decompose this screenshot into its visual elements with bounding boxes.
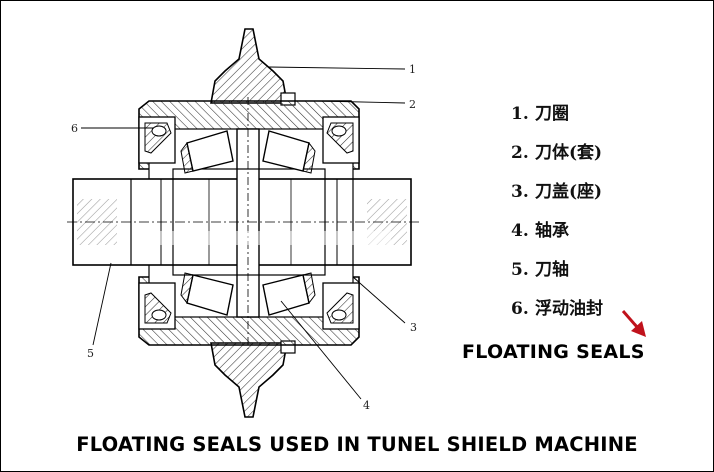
bearing-bottom-left: [180, 272, 234, 316]
legend-item: 2.刀体(套): [511, 143, 603, 163]
callout-1: 1: [409, 63, 416, 76]
bearing-top-right: [262, 130, 316, 174]
cutter-ring-bottom: [210, 342, 288, 418]
leader-lines: [81, 66, 406, 400]
parts-legend: 1.刀圈 2.刀体(套) 3.刀盖(座) 4.轴承 5.刀轴 6.浮动油封: [511, 101, 603, 335]
legend-item: 1.刀圈: [511, 104, 569, 124]
callout-2: 2: [409, 98, 416, 111]
callout-3: 3: [410, 321, 417, 334]
floating-seal-top-left: [138, 116, 176, 164]
legend-item: 6.浮动油封: [511, 299, 603, 319]
callout-6: 6: [71, 122, 78, 135]
cutter-ring-top: [210, 28, 288, 104]
legend-item: 5.刀轴: [511, 260, 569, 280]
callout-4: 4: [363, 399, 370, 412]
legend-item: 3.刀盖(座): [511, 182, 603, 202]
red-arrow-icon: [621, 310, 646, 337]
legend-item: 4.轴承: [511, 221, 569, 241]
callout-5: 5: [87, 347, 94, 360]
floating-seal-bottom-left: [138, 282, 176, 330]
figure-caption: FLOATING SEALS USED IN TUNEL SHIELD MACH…: [76, 433, 638, 456]
floating-seal-top-right: [322, 116, 360, 164]
bearing-top-left: [180, 130, 234, 174]
floating-seal-bottom-right: [322, 282, 360, 330]
floating-seals-label: FLOATING SEALS: [462, 341, 645, 363]
bearing-bottom-right: [262, 272, 316, 316]
